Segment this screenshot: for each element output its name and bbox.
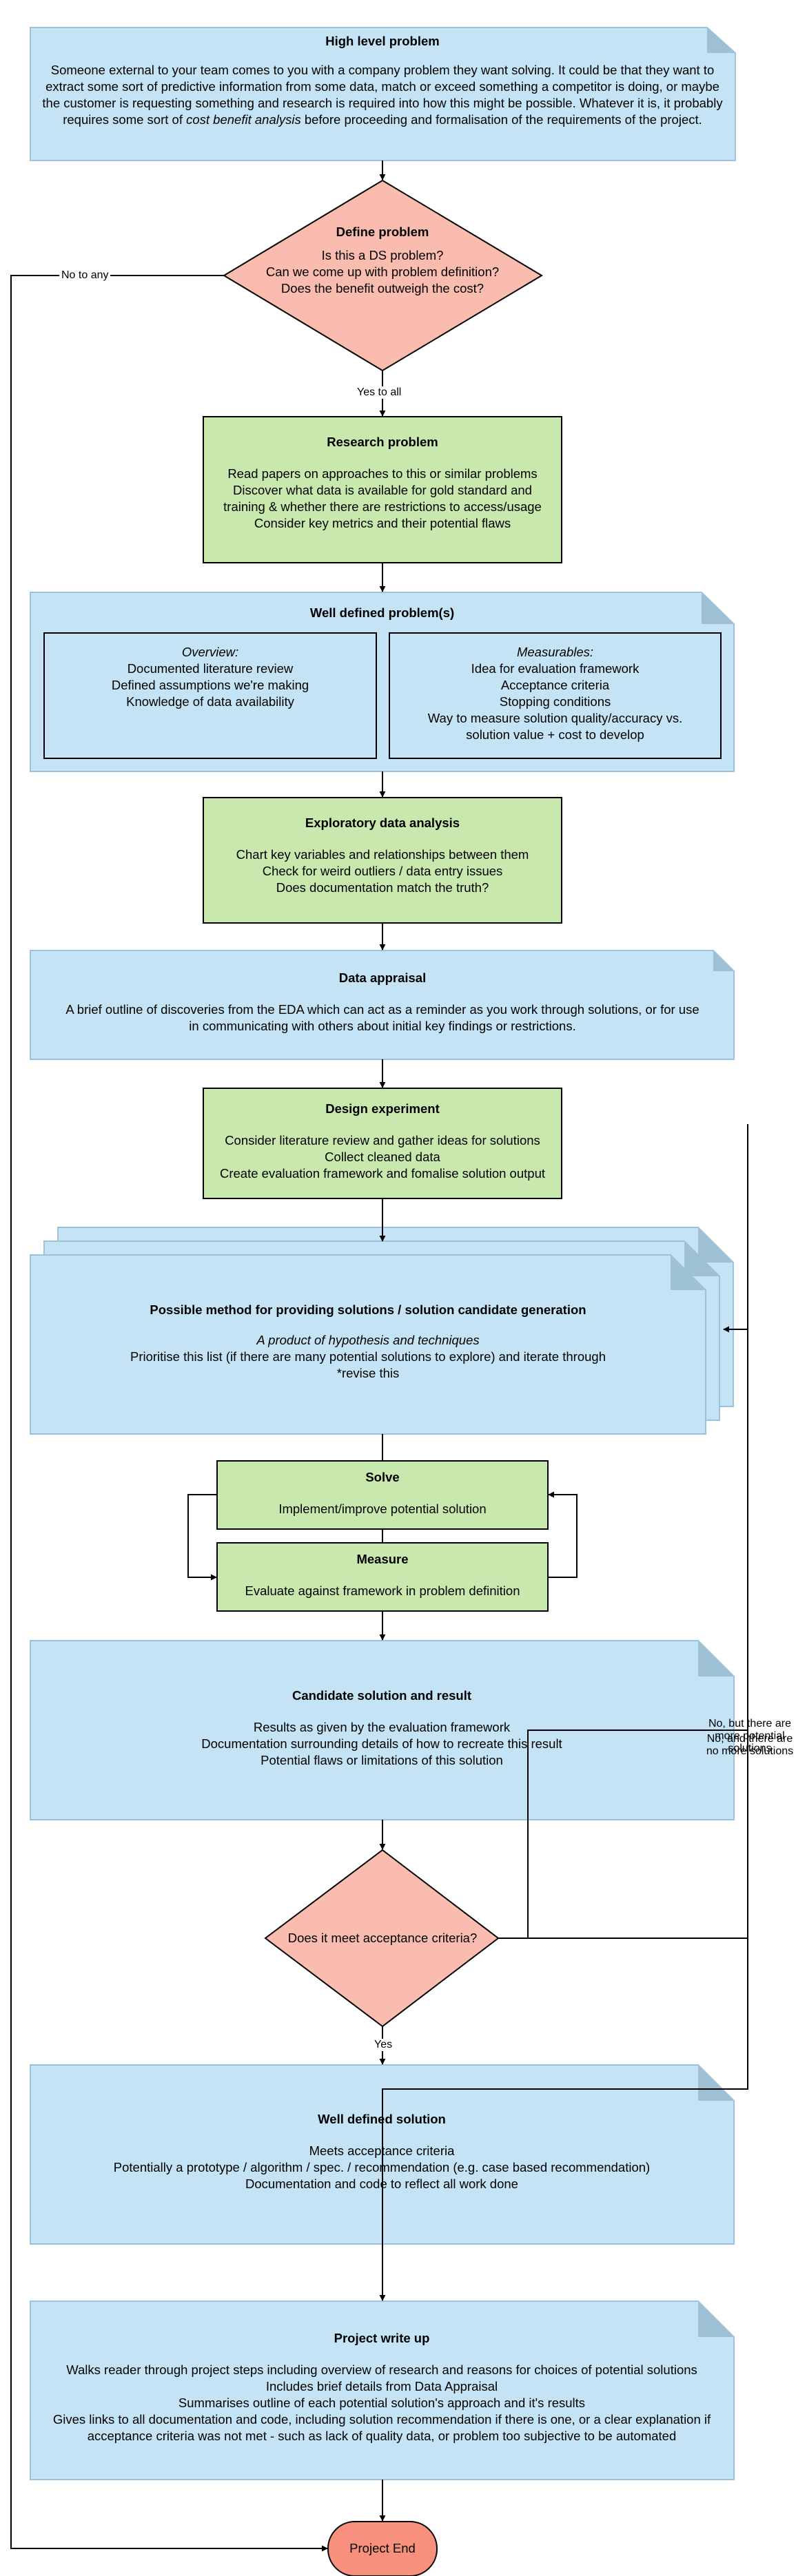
possible-methods: Possible method for providing solutions … bbox=[37, 1302, 699, 1382]
eda: Exploratory data analysis Chart key vari… bbox=[203, 815, 562, 896]
acceptance-criteria: Does it meet acceptance criteria? bbox=[287, 1931, 478, 1945]
eda-box bbox=[203, 797, 562, 924]
measurables-box bbox=[389, 632, 722, 759]
design-experiment-title: Design experiment bbox=[325, 1101, 440, 1116]
edge-measure-to-solve-loop bbox=[548, 1491, 578, 1578]
measure-box bbox=[216, 1542, 549, 1612]
solve-body: Implement/improve potential solution bbox=[278, 1502, 487, 1516]
project-write-up-title: Project write up bbox=[334, 2331, 430, 2345]
measure: Measure Evaluate against framework in pr… bbox=[217, 1551, 548, 1599]
edge-define-no-to-end bbox=[10, 275, 328, 2552]
data-appraisal: Data appraisal A brief outline of discov… bbox=[38, 970, 727, 1035]
project-end-terminator bbox=[327, 2521, 438, 2576]
high-level-problem-shape bbox=[30, 27, 736, 161]
design-experiment: Design experiment Consider literature re… bbox=[203, 1101, 562, 1182]
edge-acceptance-no-end-to-writeup bbox=[527, 1730, 748, 1938]
high-level-problem: High level problem Someone external to y… bbox=[41, 33, 724, 128]
edge-right-rail-to-writeup bbox=[379, 1938, 748, 2301]
edge-label-no-to-any: No to any bbox=[59, 269, 111, 282]
measure-body: Evaluate against framework in problem de… bbox=[245, 1583, 520, 1598]
possible-methods-stack bbox=[30, 1227, 734, 1435]
well-defined-problems-title: Well defined problem(s) bbox=[309, 605, 455, 620]
solve: Solve Implement/improve potential soluti… bbox=[217, 1469, 548, 1517]
candidate-solution-shape bbox=[30, 1640, 735, 1820]
define-problem: Define problem Is this a DS problem? Can… bbox=[248, 224, 517, 297]
candidate-solution: Candidate solution and result Results as… bbox=[37, 1687, 726, 1769]
solve-box bbox=[216, 1460, 549, 1530]
measurables-heading: Measurables: bbox=[516, 645, 594, 659]
well-defined-solution-title: Well defined solution bbox=[318, 2112, 446, 2126]
research-problem: Research problem Read papers on approach… bbox=[203, 434, 562, 532]
possible-methods-subtitle: A product of hypothesis and techniques bbox=[256, 1333, 480, 1347]
edge-label-yes: Yes bbox=[372, 2039, 395, 2051]
solve-title: Solve bbox=[365, 1470, 400, 1484]
eda-title: Exploratory data analysis bbox=[305, 816, 460, 830]
edge-solve-to-measure-loop bbox=[187, 1494, 217, 1581]
measure-title: Measure bbox=[356, 1552, 409, 1566]
edge-label-yes-to-all: Yes to all bbox=[355, 386, 404, 399]
candidate-solution-title: Candidate solution and result bbox=[292, 1688, 472, 1703]
edge-label-no-more-solutions: No, but there are more potential solutio… bbox=[708, 1718, 792, 1754]
project-end: Project End bbox=[349, 2541, 416, 2555]
well-defined-solution: Well defined solution Meets acceptance c… bbox=[37, 2111, 726, 2192]
overview-heading: Overview: bbox=[181, 645, 239, 659]
define-problem-title: Define problem bbox=[336, 225, 429, 239]
high-level-problem-title: High level problem bbox=[325, 34, 440, 48]
data-appraisal-title: Data appraisal bbox=[338, 970, 427, 985]
overview-box bbox=[43, 632, 377, 759]
overview-panel: Overview: Documented literature review D… bbox=[44, 644, 376, 710]
project-write-up: Project write up Walks reader through pr… bbox=[37, 2330, 726, 2444]
project-write-up-shape bbox=[30, 2300, 735, 2480]
design-experiment-box bbox=[203, 1088, 562, 1199]
edge-label-no-end: No, and there are no more solutions bbox=[706, 1733, 794, 1757]
possible-methods-title: Possible method for providing solutions … bbox=[150, 1302, 586, 1317]
measurables-panel: Measurables: Idea for evaluation framewo… bbox=[389, 644, 721, 743]
high-level-problem-body: Someone external to your team comes to y… bbox=[42, 63, 723, 127]
research-problem-title: Research problem bbox=[327, 435, 438, 449]
data-appraisal-shape bbox=[30, 950, 735, 1060]
